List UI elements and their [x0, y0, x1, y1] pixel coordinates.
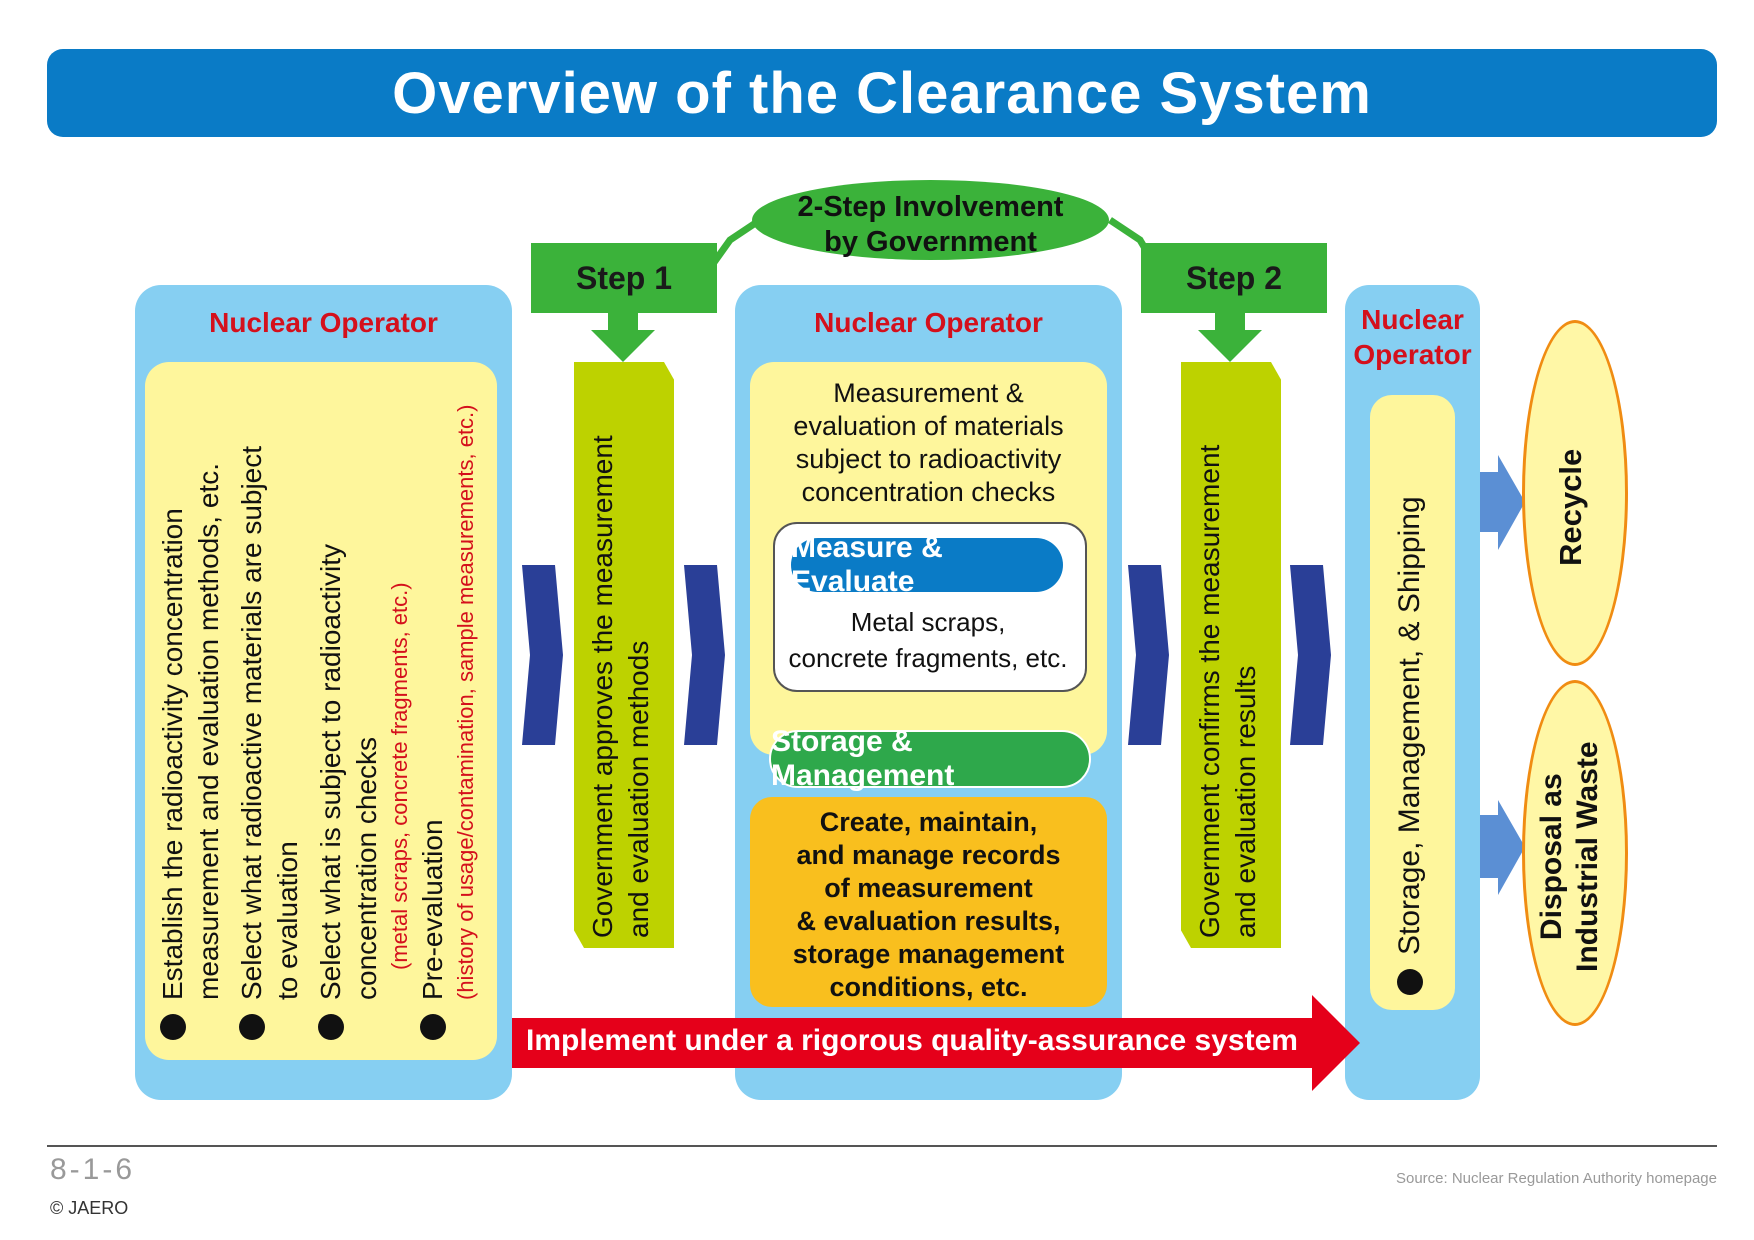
involvement-ellipse — [752, 180, 1109, 260]
materials-text: Metal scraps, concrete fragments, etc. — [788, 607, 1068, 673]
measure-evaluate-pill: Measure & Evaluate — [791, 531, 1063, 598]
step1-box: Step 1 — [531, 243, 717, 313]
operator-tasks-box — [145, 362, 497, 1060]
task-item-4: Pre-evaluation (history of usage/contami… — [415, 405, 481, 1040]
footer-divider — [47, 1145, 1717, 1147]
disposal-oval — [1522, 680, 1628, 1026]
bullet-icon — [420, 1014, 446, 1040]
gov-confirm-text: Government confirms the measurement and … — [1194, 444, 1261, 938]
step1-down-arrow — [591, 312, 655, 362]
shipping-text: Storage, Management, & Shipping — [1392, 496, 1428, 995]
bullet-icon — [1397, 969, 1423, 995]
storage-management-pill: Storage & Management — [769, 725, 1091, 792]
flow-chevron-3 — [1128, 565, 1169, 745]
measurement-text: Measurement & evaluation of materials su… — [793, 378, 1064, 507]
flow-chevron-4 — [1290, 565, 1331, 745]
recycle-oval — [1522, 320, 1628, 666]
recycle-arrow — [1478, 455, 1525, 550]
bullet-icon — [318, 1014, 344, 1040]
disposal-text: Disposal as Industrial Waste — [1535, 741, 1604, 972]
flow-chevron-2 — [684, 565, 725, 745]
gov-approval-box — [574, 362, 674, 948]
shipping-box — [1370, 395, 1455, 1010]
source-note: Source: Nuclear Regulation Authority hom… — [1395, 1170, 1717, 1187]
step2-down-arrow — [1198, 312, 1262, 362]
qa-arrow — [512, 995, 1360, 1091]
copyright: © JAERO — [50, 1198, 129, 1218]
flow-chevron-1 — [522, 565, 563, 745]
bullet-icon — [160, 1014, 186, 1040]
operator-label-2: Nuclear Operator — [814, 307, 1043, 338]
page-number: 8-1-6 — [50, 1153, 136, 1186]
records-box — [750, 797, 1107, 1007]
task-item-1: Establish the radioactivity concentratio… — [155, 463, 227, 1040]
task-item-3: Select what is subject to radioactivity … — [313, 544, 415, 1040]
task-item-2: Select what radioactive materials are su… — [234, 446, 306, 1040]
operator-label-1: Nuclear Operator — [209, 307, 438, 338]
disposal-arrow — [1478, 800, 1525, 895]
gov-confirm-box — [1181, 362, 1281, 948]
page-title: Overview of the Clearance System — [47, 49, 1717, 137]
qa-arrow-label: Implement under a rigorous quality-assur… — [526, 1024, 1298, 1057]
records-text: Create, maintain, and manage records of … — [792, 807, 1065, 1002]
step2-box: Step 2 — [1141, 243, 1327, 313]
gov-approval-text: Government approves the measurement and … — [587, 435, 654, 938]
recycle-text: Recycle — [1553, 448, 1588, 566]
bullet-icon — [239, 1014, 265, 1040]
